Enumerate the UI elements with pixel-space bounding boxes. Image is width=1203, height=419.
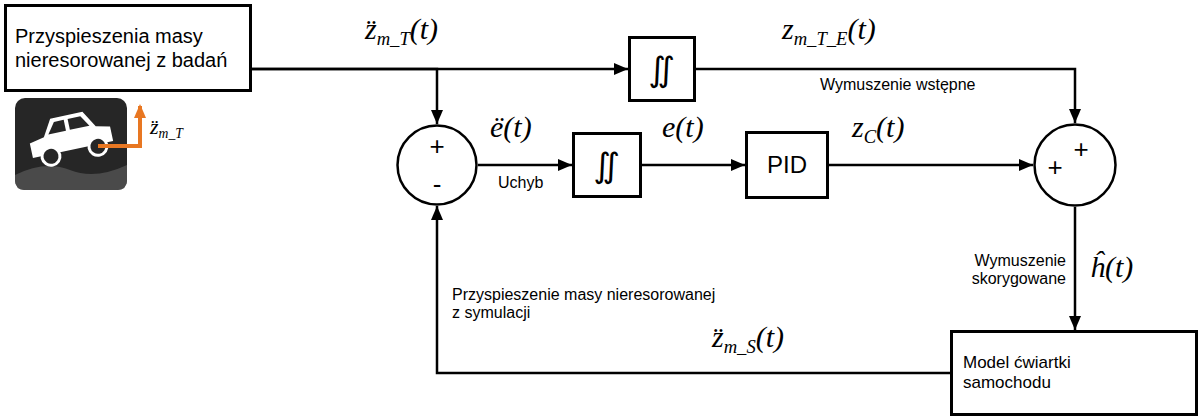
junction-circle xyxy=(1035,125,1116,206)
math-symbol: z xyxy=(852,110,864,143)
integrator-box: ∬ xyxy=(572,132,642,198)
math-symbol: ĥ xyxy=(1090,250,1105,283)
pid-box: PID xyxy=(745,131,829,199)
signal-label: ĥ(t) xyxy=(1090,252,1133,282)
note-text: Uchyb xyxy=(498,174,543,192)
signal-connector xyxy=(252,69,437,124)
math-subscript: m_T xyxy=(377,28,410,49)
note-text: Wymuszenie skorygowane xyxy=(966,252,1066,288)
signal-label: ë(t) xyxy=(490,112,532,142)
math-symbol: z̈ xyxy=(712,320,724,353)
math-argument: (t) xyxy=(503,110,531,143)
note-text: Przyspieszenie masy nieresorowanej z sym… xyxy=(452,286,722,322)
math-argument: (t) xyxy=(675,110,703,143)
math-symbol: z xyxy=(782,12,794,45)
signal-label: z̈m_T xyxy=(150,116,183,141)
math-argument: (t) xyxy=(847,12,875,45)
box-text: PID xyxy=(767,151,807,180)
integrator-box: ∬ xyxy=(628,36,696,102)
math-subscript: m_S xyxy=(724,336,756,357)
junction-sign: - xyxy=(433,171,442,197)
math-argument: (t) xyxy=(756,320,784,353)
signal-label: zm_T_E(t) xyxy=(782,14,876,48)
junction-sign: + xyxy=(429,133,444,159)
math-subscript: C xyxy=(864,126,876,147)
connector-group xyxy=(252,69,1075,373)
signal-connector xyxy=(829,164,1033,167)
math-argument: (t) xyxy=(410,12,438,45)
signal-connector xyxy=(478,164,572,167)
math-symbol: z̈ xyxy=(150,114,159,139)
signal-connector xyxy=(1074,207,1077,330)
summing-junction: +- xyxy=(396,124,478,206)
math-symbol: ë xyxy=(490,110,503,143)
model-box: Model ćwiartki samochodu xyxy=(950,330,1198,416)
math-argument: (t) xyxy=(1105,250,1133,283)
signal-label: e(t) xyxy=(662,112,704,142)
summing-junction: ++ xyxy=(1033,123,1117,207)
math-argument: (t) xyxy=(876,110,904,143)
signal-label: z̈m_S(t) xyxy=(712,322,784,356)
math-symbol: z̈ xyxy=(365,12,377,45)
acceleration-arrow xyxy=(98,106,140,146)
signal-connector xyxy=(642,164,745,167)
math-symbol: e xyxy=(662,110,675,143)
signal-label: zC(t) xyxy=(852,112,904,146)
box-text: ∬ xyxy=(594,145,621,186)
signal-connector xyxy=(437,206,950,373)
junction-sign: + xyxy=(1047,154,1062,180)
math-subscript: m_T xyxy=(159,126,183,141)
box-text: ∬ xyxy=(649,49,676,90)
junction-circle xyxy=(398,126,477,205)
math-subscript: m_T_E xyxy=(794,28,848,49)
note-text: Wymuszenie wstępne xyxy=(820,76,975,94)
road-bump xyxy=(15,165,127,190)
car-icon xyxy=(15,98,140,190)
car-shape xyxy=(26,107,116,169)
junction-sign: + xyxy=(1073,136,1088,162)
source-box: Przyspieszenia masy nieresorowanej z bad… xyxy=(4,4,252,92)
box-text: Model ćwiartki samochodu xyxy=(963,353,1103,394)
box-text: Przyspieszenia masy nieresorowanej z bad… xyxy=(15,24,241,72)
signal-label: z̈m_T(t) xyxy=(365,14,438,48)
